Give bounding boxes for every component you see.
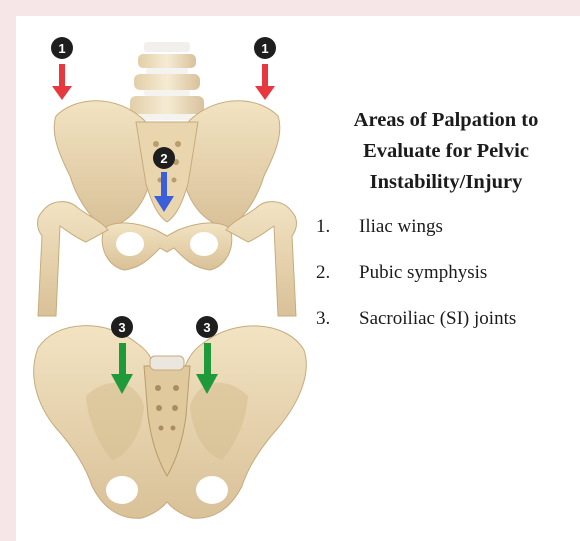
list-item: 2. Pubic symphysis — [312, 250, 580, 296]
down-arrow-icon — [255, 64, 275, 100]
list-item-number: 3. — [312, 308, 359, 330]
iliac-wing-marker-right: 1 — [254, 37, 276, 59]
list-item-number: 1. — [312, 216, 359, 238]
legend-title: Areas of Palpation to Evaluate for Pelvi… — [312, 105, 580, 198]
superior-pelvis-drawing — [34, 326, 307, 519]
iliac-wing-marker-left: 1 — [51, 37, 73, 59]
legend-title-line: Instability/Injury — [312, 167, 580, 198]
svg-text:3: 3 — [203, 320, 210, 335]
legend-title-line: Evaluate for Pelvic — [312, 136, 580, 167]
content-card: 1 1 2 3 — [16, 16, 580, 541]
pubic-symphysis-marker: 2 — [153, 147, 175, 169]
list-item-label: Iliac wings — [359, 216, 580, 238]
svg-text:1: 1 — [261, 41, 268, 56]
pelvis-illustration: 1 1 2 3 — [16, 16, 316, 541]
list-item-label: Sacroiliac (SI) joints — [359, 308, 580, 330]
si-joint-marker-right: 3 — [196, 316, 218, 338]
palpation-legend: Areas of Palpation to Evaluate for Pelvi… — [312, 105, 580, 342]
down-arrow-icon — [52, 64, 72, 100]
list-item-label: Pubic symphysis — [359, 262, 580, 284]
list-item: 1. Iliac wings — [312, 204, 580, 250]
list-item-number: 2. — [312, 262, 359, 284]
legend-title-line: Areas of Palpation to — [312, 105, 580, 136]
si-joint-marker-left: 3 — [111, 316, 133, 338]
palpation-areas-list: 1. Iliac wings 2. Pubic symphysis 3. Sac… — [312, 204, 580, 342]
lumbar-spine — [130, 42, 204, 120]
svg-text:2: 2 — [160, 151, 167, 166]
svg-text:1: 1 — [58, 41, 65, 56]
svg-text:3: 3 — [118, 320, 125, 335]
list-item: 3. Sacroiliac (SI) joints — [312, 296, 580, 342]
